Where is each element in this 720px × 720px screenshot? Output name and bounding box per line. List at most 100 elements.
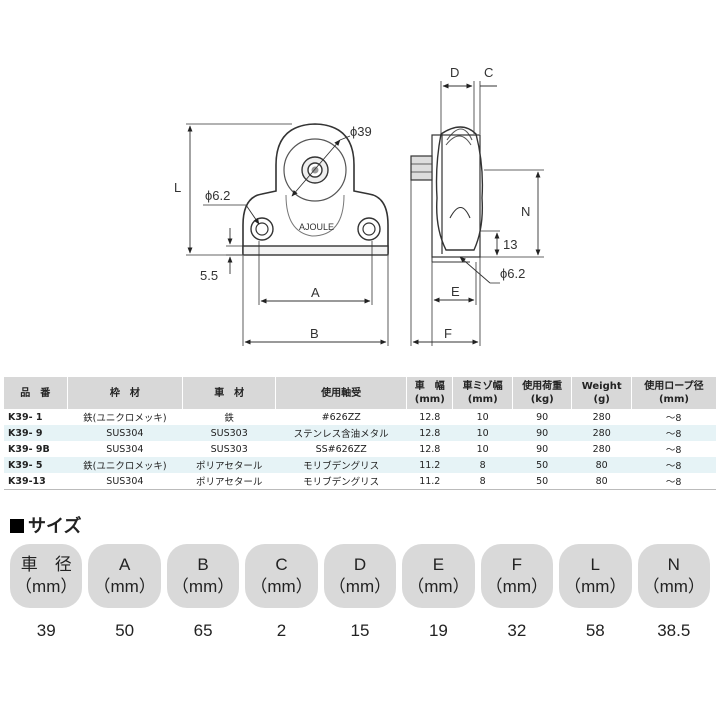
- dim-A: A: [311, 285, 320, 300]
- cell: 280: [571, 425, 632, 441]
- size-value: 32: [507, 621, 527, 640]
- dim-L: L: [174, 180, 181, 195]
- spec-header-width: 車 幅 (mm): [406, 377, 453, 409]
- cell: SUS304: [67, 425, 183, 441]
- cell: 10: [476, 443, 489, 455]
- cell: 10: [452, 425, 513, 441]
- size-header-L: L （mm）: [559, 544, 632, 608]
- cell: 12.8: [419, 443, 441, 455]
- cell: 8: [452, 473, 513, 490]
- size-table: 車 径 （mm） A （mm） B （mm） C （mm） D （mm） E （…: [4, 544, 716, 647]
- cell: ～8: [631, 457, 716, 473]
- cell: 280: [592, 443, 611, 455]
- dim-F: F: [444, 326, 452, 341]
- cell: SUS303: [182, 425, 276, 441]
- dim-13: 13: [503, 237, 517, 252]
- cell: モリブデングリス: [275, 457, 407, 473]
- cell: ポリアセタール: [182, 457, 276, 473]
- cell: 50: [512, 473, 572, 490]
- cell: 90: [536, 411, 549, 423]
- cell: 11.2: [406, 457, 453, 473]
- side-frame: [431, 134, 481, 258]
- spec-header-bearing: 使用軸受: [275, 377, 407, 409]
- size-value: 19: [428, 621, 448, 640]
- spec-header-groove: 車ミゾ幅 (mm): [452, 377, 513, 409]
- size-value-row: 39 50 65 2 15 19 32 58 38.5: [10, 608, 710, 647]
- cell: 12.8: [419, 411, 441, 423]
- spec-header-frame: 枠 材: [66, 377, 183, 409]
- cell: K39- 1: [8, 411, 43, 423]
- side-view: D C N 13 ϕ6.2 E F: [410, 65, 544, 346]
- spec-header-load: 使用荷重 (kg): [511, 377, 572, 409]
- cell: 11.2: [406, 473, 453, 490]
- cell: ステンレス含油メタル: [275, 425, 407, 441]
- cell: 8: [452, 457, 513, 473]
- size-title-text: サイズ: [28, 516, 82, 537]
- table-row: K39-13 SUS304 ポリアセタール モリブデングリス 11.2 8 50…: [4, 473, 716, 490]
- cell: K39- 9: [4, 425, 68, 441]
- dim-E: E: [451, 284, 460, 299]
- side-nut: [410, 155, 433, 181]
- cell: SUS304: [106, 443, 144, 455]
- cell: 12.8: [406, 425, 453, 441]
- table-row: K39- 5 鉄(ユニクロメッキ) ポリアセタール モリブデングリス 11.2 …: [4, 457, 716, 473]
- cell: 鉄(ユニクロメッキ): [67, 457, 183, 473]
- sheave: [283, 138, 347, 202]
- cell: SS#626ZZ: [315, 443, 367, 455]
- size-value: 38.5: [657, 621, 691, 640]
- cell: 80: [571, 457, 632, 473]
- cell: ～8: [665, 413, 682, 424]
- size-header-B: B （mm）: [166, 544, 240, 608]
- cell: SUS303: [210, 443, 248, 455]
- cell: モリブデングリス: [275, 473, 407, 490]
- size-header-row: 車 径 （mm） A （mm） B （mm） C （mm） D （mm） E （…: [10, 544, 710, 608]
- side-sheave: [435, 126, 484, 251]
- size-header-E: E （mm）: [402, 544, 475, 608]
- brand-mark: AJOULE: [299, 222, 334, 232]
- table-row: K39- 9B SUS304 SUS303 SS#626ZZ 12.8 10 9…: [4, 441, 716, 457]
- size-value: 50: [115, 621, 135, 640]
- cell: 50: [512, 457, 572, 473]
- cell: 90: [536, 443, 549, 455]
- size-header-C: C （mm）: [245, 544, 318, 608]
- cell: ～8: [665, 445, 682, 456]
- cell: 80: [571, 473, 632, 490]
- dim-phi39: ϕ39: [350, 124, 372, 139]
- size-header-A: A （mm）: [88, 544, 161, 608]
- dim-phi62-left: ϕ6.2: [205, 188, 230, 203]
- spec-header-weight: Weight (g): [571, 377, 632, 409]
- cell: ～8: [631, 473, 716, 490]
- cell: 10: [476, 411, 489, 423]
- cell: ～8: [631, 425, 716, 441]
- size-value: 58: [585, 621, 605, 640]
- spec-header-part-no: 品 番: [4, 377, 68, 409]
- size-value: 2: [276, 621, 287, 640]
- cell: 90: [512, 425, 572, 441]
- dim-N: N: [521, 204, 530, 219]
- spec-header-wheel: 車 材: [182, 377, 276, 409]
- size-section-title: サイズ: [10, 512, 81, 538]
- spec-table: 品 番 枠 材 車 材 使用軸受 車 幅 (mm) 車ミゾ幅 (mm) 使用荷重…: [4, 377, 716, 490]
- cell: K39-13: [4, 473, 68, 490]
- cell: 鉄: [224, 413, 234, 424]
- technical-drawing: AJOULE L ϕ39 ϕ6.2 5.5 A B: [174, 65, 544, 346]
- cell: 280: [592, 411, 611, 423]
- size-header-N: N （mm）: [637, 544, 710, 608]
- size-header-diameter: 車 径 （mm）: [10, 544, 83, 608]
- dim-phi62-right: ϕ6.2: [500, 266, 525, 281]
- size-value: 65: [193, 621, 213, 640]
- bracket-base: [242, 245, 389, 256]
- dim-B: B: [310, 326, 319, 341]
- spec-header-rope: 使用ロープ径 (mm): [630, 377, 716, 409]
- size-value: 15: [350, 621, 370, 640]
- size-header-F: F （mm）: [480, 544, 554, 608]
- cell: K39- 5: [4, 457, 68, 473]
- size-header-D: D （mm）: [323, 544, 397, 608]
- size-value: 39: [36, 621, 56, 640]
- cell: #626ZZ: [321, 411, 361, 423]
- dim-D: D: [450, 65, 459, 80]
- square-bullet-icon: [10, 519, 24, 533]
- dim-C: C: [484, 65, 493, 80]
- cell: 鉄(ユニクロメッキ): [83, 413, 167, 424]
- dim-5-5: 5.5: [200, 268, 218, 283]
